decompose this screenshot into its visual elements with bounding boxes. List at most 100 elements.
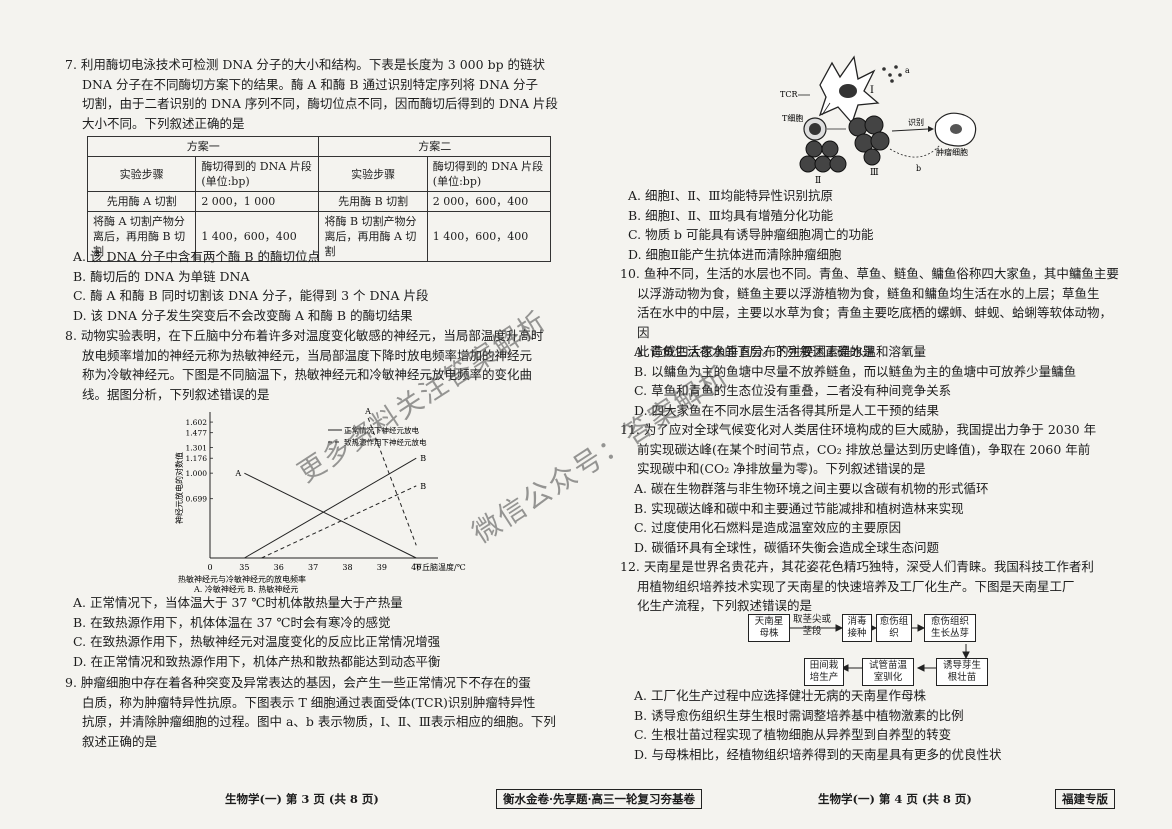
q11-option-c: C. 过度使用化石燃料是造成温室效应的主要原因: [634, 520, 902, 536]
q11-options: A. 碳在生物群落与非生物环境之间主要以含碳有机物的形式循环 B. 实现碳达峰和…: [634, 479, 988, 557]
legend-item-normal: 正常情况下神经元放电: [344, 425, 419, 435]
y-tick-label: 1.602: [186, 418, 208, 427]
flow-box-bud: 愈伤组织生长丛芽: [924, 614, 976, 642]
x-tick-label: 0: [207, 563, 212, 572]
q12-line-2: 用植物组织培养技术实现了天南星的快速培养及工厂化生产。下图是天南星工厂: [637, 578, 1075, 594]
q11-line-2: 前实现碳达峰(在某个时间节点，CO₂ 排放总量达到历史峰值)，争取在 2060 …: [637, 441, 1091, 457]
x-tick-label: 37: [308, 563, 318, 572]
label-b: b: [916, 164, 921, 173]
label-recognize: 识别: [908, 118, 924, 127]
y-tick-label: 0.699: [186, 495, 208, 504]
q7-options: A. 该 DNA 分子中含有两个酶 B 的酶切位点 B. 酶切后的 DNA 为单…: [73, 247, 428, 325]
series-line-b-solid: [244, 457, 417, 559]
footer-edition-badge: 福建专版: [1055, 789, 1115, 809]
question-10: 10. 鱼种不同，生活的水层也不同。青鱼、草鱼、鲢鱼、鳙鱼俗称四大家鱼，其中鳙鱼…: [620, 264, 1120, 362]
q12-line-1: 12. 天南星是世界名贵花卉，其花姿花色精巧独特，深受人们青睐。我国科技工作者利: [620, 559, 1094, 574]
production-flow-diagram: 天南星母株 取茎尖或茎段 消毒接种 愈伤组织 愈伤组织生长丛芽 诱导芽生根壮苗 …: [748, 614, 1048, 686]
label-cell-i: Ⅰ: [870, 85, 874, 96]
q12-option-c: C. 生根壮苗过程实现了植物细胞从异养型到自养型的转变: [634, 727, 952, 743]
q8-line-3: 称为冷敏神经元。下图是不同脑温下，热敏神经元和冷敏神经元放电频率的变化曲: [82, 367, 533, 383]
legend-item-pyrogen: 致热源作用下神经元放电: [344, 437, 427, 447]
question-9: 9. 肿瘤细胞中存在着各种突变及异常表达的基因，会产生一些正常情况下不存在的蛋 …: [65, 673, 561, 751]
q10-option-c: C. 草鱼和青鱼的生态位没有重叠，二者没有种间竞争关系: [634, 383, 952, 399]
q8-line-2: 放电频率增加的神经元称为热敏神经元，当局部温度下降时放电频率增加的神经元: [82, 347, 533, 363]
x-tick-label: 38: [342, 563, 352, 572]
table-step-header: 实验步骤: [318, 156, 428, 192]
flow-box-sterilize: 消毒接种: [842, 614, 872, 642]
label-cell-iii: Ⅲ: [870, 168, 879, 178]
q7-option-a: A. 该 DNA 分子中含有两个酶 B 的酶切位点: [73, 249, 321, 264]
q7-option-d: D. 该 DNA 分子发生突变后不会改变酶 A 和酶 B 的酶切结果: [73, 307, 413, 323]
q9-option-c: C. 物质 b 可能具有诱导肿瘤细胞凋亡的功能: [628, 227, 874, 243]
q12-option-d: D. 与母株相比，经植物组织培养得到的天南星具有更多的优良性状: [634, 746, 1002, 762]
y-axis-label: 神经元放电的对数值: [174, 452, 184, 524]
x-tick-label: 40: [411, 563, 421, 572]
q7-table: 方案一 方案二 实验步骤 酶切得到的 DNA 片段(单位:bp) 实验步骤 酶切…: [86, 136, 552, 262]
q7-line-1: 7. 利用酶切电泳技术可检测 DNA 分子的大小和结构。下表是长度为 3 000…: [65, 57, 546, 72]
flow-box-callus: 愈伤组织: [876, 614, 912, 642]
flow-arrows: [788, 624, 970, 672]
q10-line-3: 活在水中的中层，主要以水草为食；青鱼主要吃底栖的螺蛳、蚌蚬、蛤蜊等软体动物，因: [637, 305, 1113, 340]
q11-option-d: D. 碳循环具有全球性，碳循环失衡会造成全球生态问题: [634, 539, 940, 555]
table-header-plan2: 方案二: [318, 136, 551, 157]
q8-option-a: A. 正常情况下，当体温大于 37 ℃时机体散热量大于产热量: [73, 595, 403, 610]
x-axis-label: 下丘脑温度/℃: [414, 562, 466, 572]
tcell-icon: [803, 117, 827, 141]
cell-iii-cluster-icon: [848, 115, 890, 166]
table-cell: 1 400，600，400: [195, 211, 320, 262]
series-label-b: B: [420, 482, 426, 491]
x-tick-label: 36: [274, 563, 284, 572]
q10-line-1: 10. 鱼种不同，生活的水层也不同。青鱼、草鱼、鲢鱼、鳙鱼俗称四大家鱼，其中鳙鱼…: [620, 266, 1119, 281]
q9-option-d: D. 细胞Ⅱ能产生抗体进而清除肿瘤细胞: [628, 246, 842, 262]
tumor-cell-icon: [934, 112, 977, 147]
q9-line-2: 白质，称为肿瘤特异性抗原。下图表示 T 细胞通过表面受体(TCR)识别肿瘤特异性: [82, 694, 536, 710]
q10-options: A. 造成四大家鱼垂直分布的主要因素是水温和溶氧量 B. 以鳙鱼为主的鱼塘中尽量…: [634, 342, 1076, 420]
series-label-b: B: [420, 454, 426, 463]
table-cell: 将酶 A 切割产物分离后，再用酶 B 切割: [86, 211, 197, 262]
table-result-header: 酶切得到的 DNA 片段(单位:bp): [426, 156, 552, 192]
q10-line-2: 以浮游动物为食，鲢鱼主要以浮游植物为食，鲢鱼和鳙鱼均生活在水的上层；草鱼生: [637, 285, 1100, 301]
q11-line-1: 11. 为了应对全球气候变化对人类居住环境构成的巨大威胁，我国提出力争于 203…: [620, 422, 1097, 437]
q12-line-3: 化生产流程，下列叙述错误的是: [637, 598, 813, 614]
q9-option-b: B. 细胞Ⅰ、Ⅱ、Ⅲ均具有增殖分化功能: [628, 207, 834, 223]
q12-option-a: A. 工厂化生产过程中应选择健壮无病的天南星作母株: [634, 688, 926, 703]
q9-line-4: 叙述正确的是: [82, 733, 158, 749]
chart-subcaption: A. 冷敏神经元 B. 热敏神经元: [193, 584, 298, 593]
x-tick-label: 39: [377, 563, 387, 572]
table-step-header: 实验步骤: [86, 156, 197, 192]
q12-options: A. 工厂化生产过程中应选择健壮无病的天南星作母株 B. 诱导愈伤组织生芽生根时…: [634, 686, 1002, 764]
q10-option-a: A. 造成四大家鱼垂直分布的主要因素是水温和溶氧量: [634, 344, 926, 359]
q8-options: A. 正常情况下，当体温大于 37 ℃时机体散热量大于产热量 B. 在致热源作用…: [73, 593, 441, 671]
series-line-b-dashed: [261, 485, 417, 559]
footer-page-4: 生物学(一) 第 4 页 (共 8 页): [818, 792, 972, 806]
q11-line-3: 实现碳中和(CO₂ 净排放量为零)。下列叙述错误的是: [637, 461, 926, 477]
y-tick-label: 1.477: [186, 429, 208, 438]
q8-line-4: 线。据图分析，下列叙述错误的是: [82, 386, 270, 402]
table-cell: 2 000，600，400: [426, 191, 552, 212]
label-cell-ii: Ⅱ: [815, 176, 821, 185]
flow-box-acclimate: 试管苗温室驯化: [862, 658, 914, 686]
flow-label-cut: 取茎尖或茎段: [792, 614, 831, 637]
q9-option-a: A. 细胞Ⅰ、Ⅱ、Ⅲ均能特异性识别抗原: [628, 188, 833, 203]
table-result-header: 酶切得到的 DNA 片段(单位:bp): [195, 156, 320, 192]
q11-option-b: B. 实现碳达峰和碳中和主要通过节能减排和植树造林来实现: [634, 500, 964, 516]
series-line-a-solid: [244, 472, 417, 559]
q9-line-3: 抗原，并清除肿瘤细胞的过程。图中 a、b 表示物质，Ⅰ、Ⅱ、Ⅲ表示相应的细胞。下…: [82, 714, 556, 730]
label-a: a: [905, 66, 910, 75]
tcell-figure: a Ⅰ TCR T细胞 Ⅱ Ⅲ 识别: [780, 55, 977, 185]
question-8: 8. 动物实验表明，在下丘脑中分布着许多对温度变化敏感的神经元，当局部温度升高时…: [65, 326, 561, 404]
q7-line-2: DNA 分子在不同酶切方案下的结果。酶 A 和酶 B 通过识别特定序列将 DNA…: [82, 76, 539, 92]
footer-page-3: 生物学(一) 第 3 页 (共 8 页): [225, 792, 379, 806]
q12-option-b: B. 诱导愈伤组织生芽生根时需调整培养基中植物激素的比例: [634, 707, 964, 723]
q11-option-a: A. 碳在生物群落与非生物环境之间主要以含碳有机物的形式循环: [634, 481, 989, 496]
flow-box-field: 田间栽培生产: [804, 658, 844, 686]
label-tcell: T细胞: [782, 113, 803, 123]
label-tumor: 肿瘤细胞: [936, 147, 968, 157]
footer-series-title: 衡水金卷·先享题·高三一轮复习夯基卷: [496, 789, 703, 809]
q7-line-4: 大小不同。下列叙述正确的是: [82, 115, 245, 131]
question-12: 12. 天南星是世界名贵花卉，其花姿花色精巧独特，深受人们青睐。我国科技工作者利…: [620, 557, 1120, 616]
flow-box-root: 诱导芽生根壮苗: [936, 658, 988, 686]
q8-option-c: C. 在致热源作用下，热敏神经元对温度变化的反应比正常情况增强: [73, 634, 441, 650]
table-cell: 2 000，1 000: [195, 191, 320, 212]
